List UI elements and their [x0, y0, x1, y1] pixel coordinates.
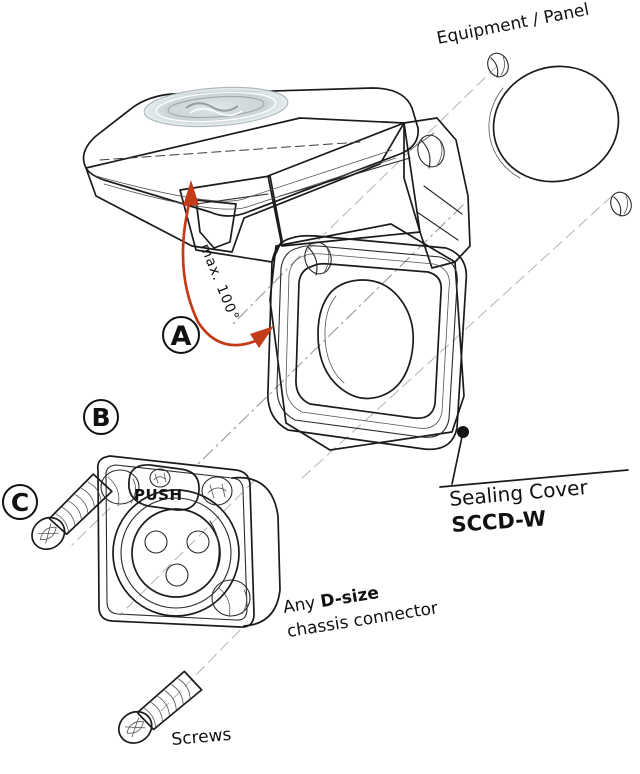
connector-corner-hole-upper [100, 469, 140, 507]
screw-lower-head [118, 710, 153, 744]
lid-parting-line-2 [95, 149, 393, 202]
panel-cutout-ellipse [492, 65, 620, 183]
xlr-chassis-connector: PUSH [96, 455, 281, 628]
sealing-cover-label: Sealing Cover [448, 475, 589, 511]
screw-upper-head-detail [39, 526, 57, 541]
callout-screws: Screws [171, 725, 233, 750]
sealing-cover-lid [82, 86, 420, 253]
connector-pin-1 [144, 530, 168, 554]
lid-parting-line-3 [103, 157, 397, 210]
screw-upper [31, 473, 113, 551]
screw-lower [118, 670, 203, 744]
lid-notch [195, 199, 237, 249]
cover-aperture-inner [324, 295, 345, 384]
axis-panel-lower [299, 195, 613, 481]
panel-hole-upper [487, 52, 509, 78]
connector-pin-2 [186, 530, 210, 554]
marker-c-letter: C [11, 488, 29, 517]
equipment-panel-label: Equipment / Panel [435, 0, 591, 49]
cover-bezel-outer [269, 223, 465, 451]
panel-hole-lower [610, 191, 632, 217]
cover-screw-hole [304, 241, 332, 276]
marker-a: A [162, 316, 200, 354]
marker-b-letter: B [91, 403, 110, 432]
body-highlight-1 [283, 267, 289, 393]
angle-arrow-head-lower [250, 326, 274, 348]
callout-equipment-panel: Equipment / Panel [435, 0, 591, 49]
screws-label: Screws [171, 725, 233, 750]
cover-well [295, 262, 443, 420]
callout-sealing-cover: Sealing Cover SCCD-W [439, 426, 629, 537]
axis-screw-upper [71, 507, 111, 546]
cover-bezel-groove-2 [285, 253, 450, 429]
panel-cutout-inner-arc [488, 87, 521, 179]
screw-lower-threads [143, 678, 191, 728]
marker-a-letter: A [171, 321, 192, 352]
body-left-shoulder [179, 175, 283, 263]
screw-lower-cross [124, 717, 146, 738]
body-upper-ridge [267, 122, 421, 247]
lid-logo [143, 86, 289, 128]
lid-parting-line-1 [99, 141, 361, 161]
connector-insert-mid [120, 497, 232, 609]
marker-c-ring [2, 484, 38, 520]
sealing-cover-part-label: SCCD-W [451, 506, 547, 537]
connector-pin-3 [165, 563, 189, 587]
callout-chassis-connector: Any D-size chassis connector [282, 583, 440, 642]
lid-top [82, 87, 420, 217]
connector-flange-inner [105, 464, 248, 621]
hinge-screw-hole [417, 134, 445, 169]
connector-insert-inner [131, 508, 221, 598]
connector-insert-keyway [209, 520, 220, 577]
body-highlight-2 [445, 291, 453, 409]
axis-screw-lower [159, 629, 241, 713]
axis-hinge [231, 255, 301, 326]
connector-brand-roundel [149, 468, 171, 488]
chassis-connector-prefix: Any [282, 592, 323, 618]
axis-connector [119, 479, 256, 616]
screw-lower-shank [136, 670, 203, 731]
connector-corner-hole-lower [211, 579, 251, 618]
assembly-axis-lines [71, 65, 613, 713]
marker-a-ring [162, 316, 200, 354]
connector-flange [96, 455, 255, 628]
angle-arc [181, 194, 260, 347]
lid-underside [85, 117, 405, 253]
connector-insert-outer [112, 489, 240, 617]
connector-rear-barrel [231, 476, 281, 627]
axis-panel-upper [304, 65, 498, 254]
cover-bezel-groove-1 [276, 245, 458, 438]
marker-b: B [83, 399, 119, 435]
angle-arrow-head-upper [183, 180, 199, 206]
screw-lower-head-detail [126, 721, 144, 734]
marker-c: C [2, 484, 38, 520]
hinge-bracket [403, 117, 471, 269]
equipment-panel [487, 52, 632, 217]
screw-upper-shank [48, 473, 113, 536]
hinge-bracket-crease-2 [416, 211, 459, 241]
cover-aperture [317, 279, 415, 400]
sealing-cover-underline [439, 469, 629, 488]
screw-upper-cross [37, 523, 59, 544]
screw-upper-threads [55, 481, 102, 533]
sealing-cover-body [179, 117, 471, 451]
axis-main-upper [195, 204, 464, 467]
connector-brand-roundel-right [201, 476, 233, 506]
hinge-bracket-crease-1 [423, 185, 463, 215]
marker-b-ring [83, 399, 119, 435]
screw-upper-head [31, 516, 66, 551]
connector-push-latch: PUSH [128, 464, 200, 511]
body-left-shoulder-crease [195, 193, 269, 205]
sealing-cover-leader-line [451, 431, 464, 485]
